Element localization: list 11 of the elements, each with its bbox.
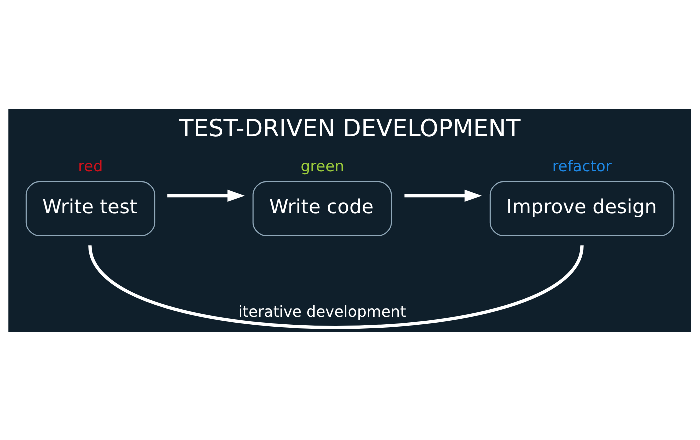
node-label: red [78,156,104,175]
edge-label: iterative development [238,302,406,321]
diagram-title: TEST-DRIVEN DEVELOPMENT [179,114,521,142]
node-label: refactor [552,156,612,175]
node-box: Write code [252,180,392,236]
node-box: Improve design [490,180,675,236]
arrow [404,189,482,202]
connector [88,244,584,329]
arrow [168,189,246,202]
node-label: green [300,156,344,175]
node-box: Write test [26,180,156,236]
